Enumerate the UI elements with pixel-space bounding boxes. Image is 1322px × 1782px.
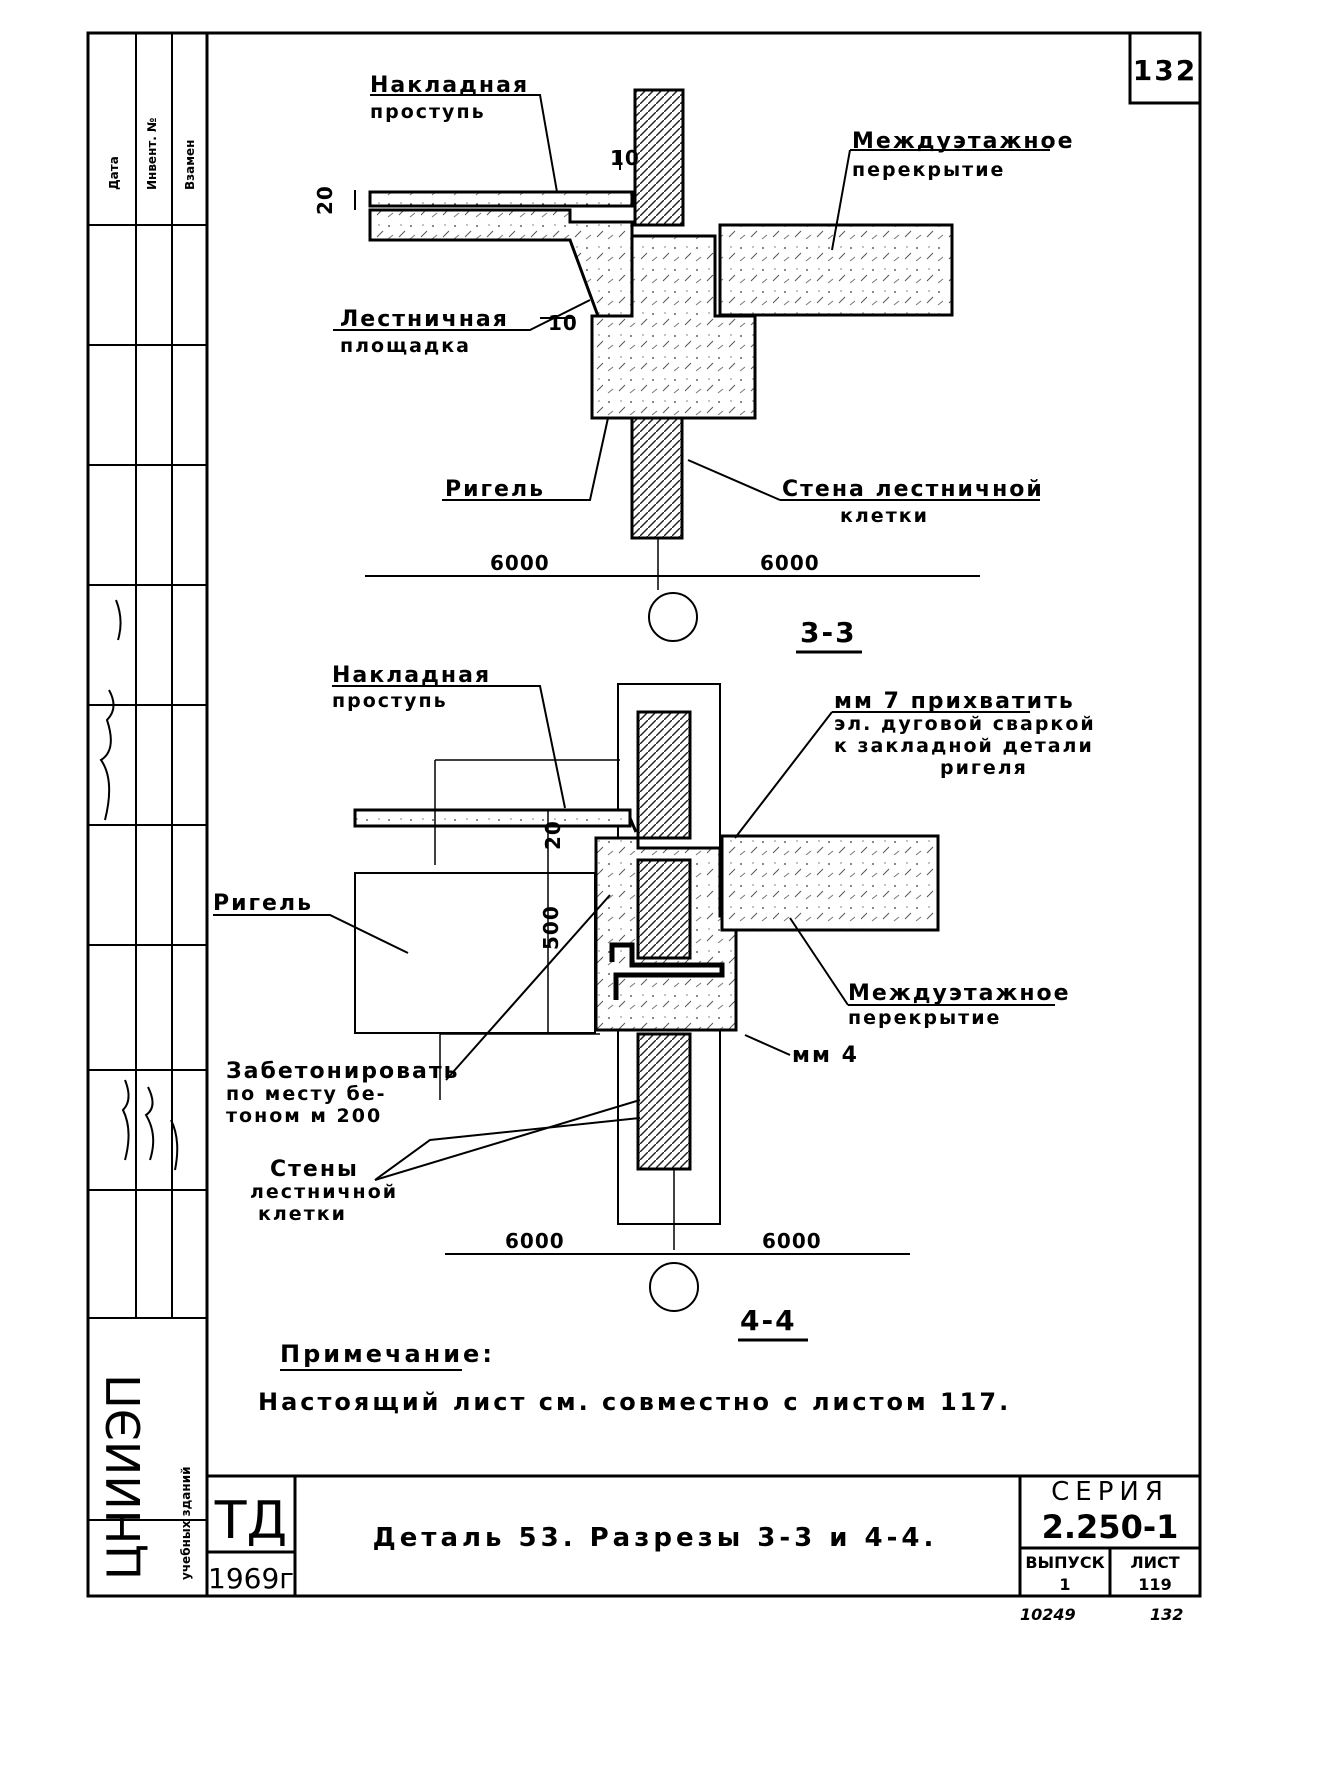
section-mark-b: 4-4 (740, 1304, 797, 1337)
label-floor-slab-b-2: перекрытие (848, 1007, 1001, 1029)
overlay-step-a (368, 190, 634, 208)
label-concrete-1: Забетонировать (226, 1059, 460, 1084)
upper-wall-a (633, 88, 685, 227)
under-right: 132 (1150, 1605, 1183, 1624)
section-mark-a: 3-3 (800, 616, 857, 649)
label-weld-3: к закладной детали (834, 735, 1094, 757)
label-wall-a-1: Стена лестничной (782, 477, 1044, 502)
beam-b (354, 872, 596, 1034)
dim-span-b-right: 6000 (762, 1229, 822, 1253)
label-concrete-2: по месту бе- (226, 1083, 387, 1105)
issue-label: ВЫПУСК (1025, 1553, 1104, 1572)
lower-wall-a (630, 416, 684, 540)
sheet-title: Деталь 53. Разрезы 3-3 и 4-4. (373, 1523, 938, 1553)
section-4-4: Накладная проступь мм 7 прихватить эл. д… (213, 663, 1096, 1342)
steel-plate-b (609, 942, 725, 1000)
label-walls-b-3: клетки (258, 1203, 347, 1225)
label-floor-slab-a-1: Междуэтажное (852, 129, 1075, 154)
org-sub: учебных зданий (179, 1466, 193, 1580)
series-label: СЕРИЯ (1051, 1477, 1169, 1507)
under-left: 10249 (1020, 1605, 1076, 1624)
corner-number: 132 (1133, 54, 1197, 87)
note: Примечание: Настоящий лист см. совместно… (258, 1340, 1011, 1416)
org-stamp: ЦНИИЭП учебных зданий (97, 1374, 193, 1580)
signatures (99, 599, 179, 1171)
middle-wall-b (636, 858, 692, 960)
upper-wall-b (636, 710, 692, 840)
label-mm4: мм 4 (792, 1043, 859, 1068)
side-stamp (88, 33, 207, 1521)
floor-slab-a (718, 223, 954, 317)
dim-10-mid: 10 (548, 311, 578, 335)
label-overlay-step-b-2: проступь (332, 690, 448, 712)
label-beam-a: Ригель (445, 477, 545, 502)
beam-a (590, 234, 757, 420)
corner-number-box: 132 (1128, 31, 1202, 105)
label-beam-b: Ригель (213, 891, 313, 916)
label-wall-a-2: клетки (840, 505, 929, 527)
label-landing-1: Лестничная (340, 307, 509, 332)
dim-span-a-left: 6000 (490, 551, 550, 575)
overlay-step-b (353, 808, 632, 828)
issue-value: 1 (1059, 1575, 1070, 1594)
label-overlay-step-a-2: проступь (370, 101, 486, 123)
dim-span-a-right: 6000 (760, 551, 820, 575)
label-walls-b-2: лестничной (250, 1181, 398, 1203)
org-code: ТД (214, 1491, 287, 1551)
label-concrete-3: тоном м 200 (226, 1105, 382, 1127)
label-overlay-step-b-1: Накладная (332, 663, 491, 688)
dim-500: 500 (539, 905, 563, 950)
org-name: ЦНИИЭП (97, 1374, 151, 1580)
side-stamp-columns: Дата Инвент. № Взамен (107, 118, 197, 191)
series-value: 2.250-1 (1042, 1508, 1179, 1546)
label-weld-4: ригеля (940, 757, 1028, 779)
col-date: Дата (107, 156, 121, 190)
note-text: Настоящий лист см. совместно с листом 11… (258, 1388, 1011, 1416)
note-title: Примечание: (280, 1340, 495, 1368)
dim-20-top: 20 (313, 185, 337, 215)
lower-wall-b (636, 1032, 692, 1171)
label-overlay-step-a-1: Накладная (370, 73, 529, 98)
year: 1969г (208, 1562, 294, 1595)
col-sign: Взамен (183, 140, 197, 190)
sheet-frame (86, 31, 1202, 1598)
sheet-value: 119 (1138, 1575, 1171, 1594)
dim-10-top: 10 (610, 146, 640, 170)
label-weld-2: эл. дуговой сваркой (834, 713, 1096, 735)
sheet-label: ЛИСТ (1130, 1553, 1179, 1572)
dim-20-b: 20 (541, 820, 565, 850)
dim-span-b-left: 6000 (505, 1229, 565, 1253)
label-landing-2: площадка (340, 335, 471, 357)
label-walls-b-1: Стены (270, 1157, 359, 1182)
landing-a (368, 208, 634, 318)
label-floor-slab-a-2: перекрытие (852, 159, 1005, 181)
axis-bubble-b (649, 1262, 699, 1312)
title-block: ТД 1969г Деталь 53. Разрезы 3-3 и 4-4. С… (207, 1476, 1200, 1624)
col-inv: Инвент. № (145, 118, 159, 191)
floor-slab-b (720, 834, 940, 932)
axis-bubble-a (648, 592, 698, 642)
section-3-3: Накладная проступь Междуэтажное перекрыт… (313, 73, 1075, 654)
label-floor-slab-b-1: Междуэтажное (848, 981, 1071, 1006)
label-weld-1: мм 7 прихватить (834, 689, 1075, 714)
